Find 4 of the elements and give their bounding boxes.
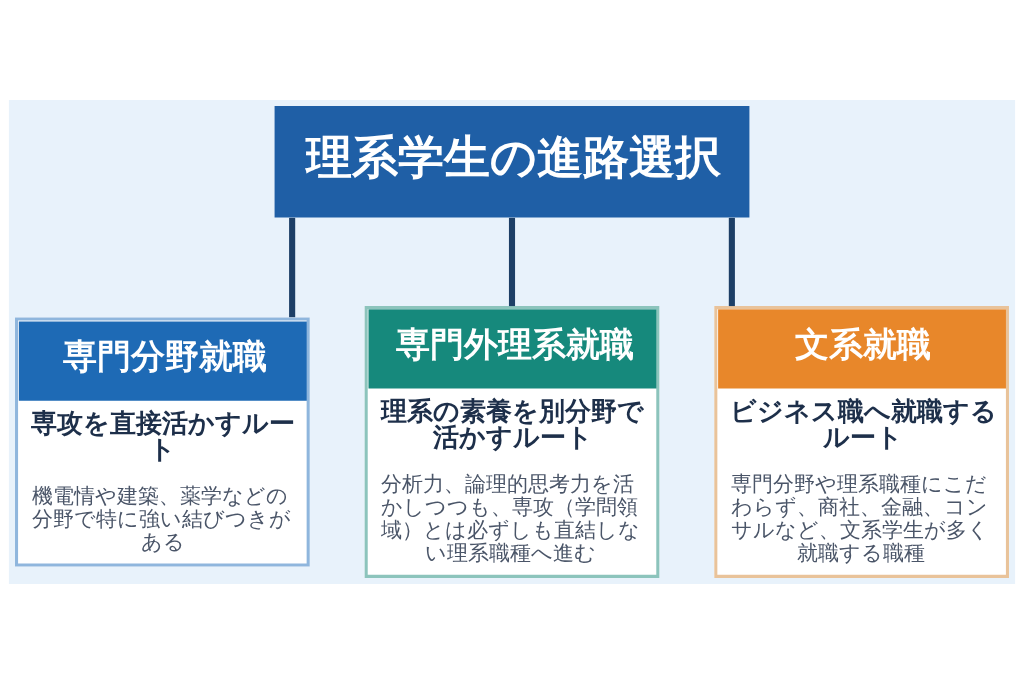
connector (289, 217, 296, 317)
connector (508, 217, 516, 306)
connector (728, 217, 735, 306)
node-box: 理系学生の進路選択 (274, 105, 750, 218)
